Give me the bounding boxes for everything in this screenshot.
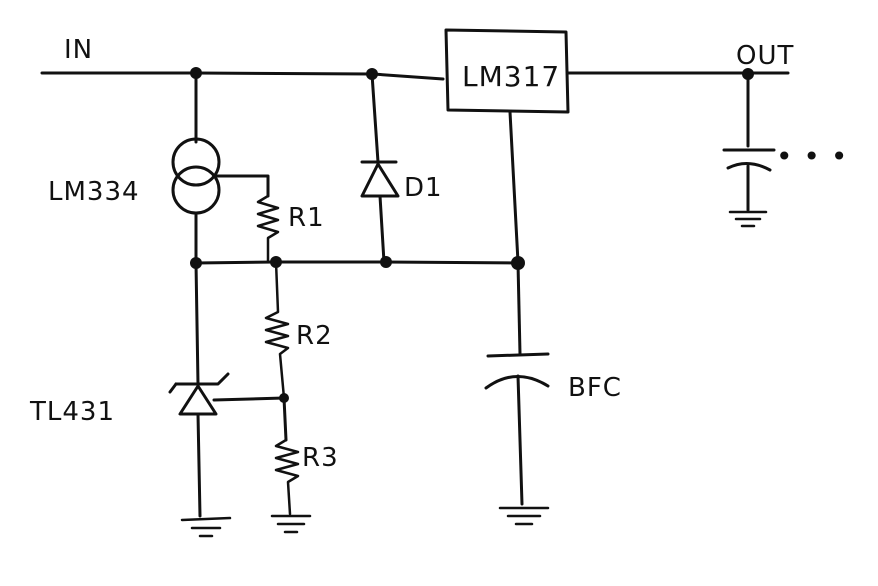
r1-label: R1 bbox=[288, 203, 325, 233]
adj-wire bbox=[508, 110, 520, 264]
junction-mid-3 bbox=[380, 256, 392, 268]
output-rail bbox=[566, 68, 790, 228]
d1-label: D1 bbox=[404, 173, 443, 203]
lm317-label: LM317 bbox=[462, 60, 560, 93]
tl431-label: TL431 bbox=[29, 397, 115, 427]
lm334-current-source bbox=[171, 71, 270, 264]
adjust-rail bbox=[190, 256, 525, 270]
out-label: OUT bbox=[736, 41, 794, 71]
more-ellipsis: • • • bbox=[776, 140, 848, 173]
r2-label: R2 bbox=[296, 321, 333, 351]
bfc-label: BFC bbox=[568, 373, 622, 403]
tl431-shunt-ref bbox=[168, 261, 286, 538]
lm317-regulator: LM317 bbox=[444, 28, 570, 114]
r3-label: R3 bbox=[302, 443, 339, 473]
d1-diode bbox=[360, 72, 400, 264]
bfc-capacitor bbox=[484, 261, 550, 526]
r1-resistor bbox=[256, 194, 280, 264]
r2-resistor bbox=[264, 260, 290, 400]
lm334-label: LM334 bbox=[48, 177, 140, 207]
r3-resistor bbox=[270, 393, 312, 534]
input-rail bbox=[40, 67, 445, 81]
in-label: IN bbox=[64, 35, 93, 65]
